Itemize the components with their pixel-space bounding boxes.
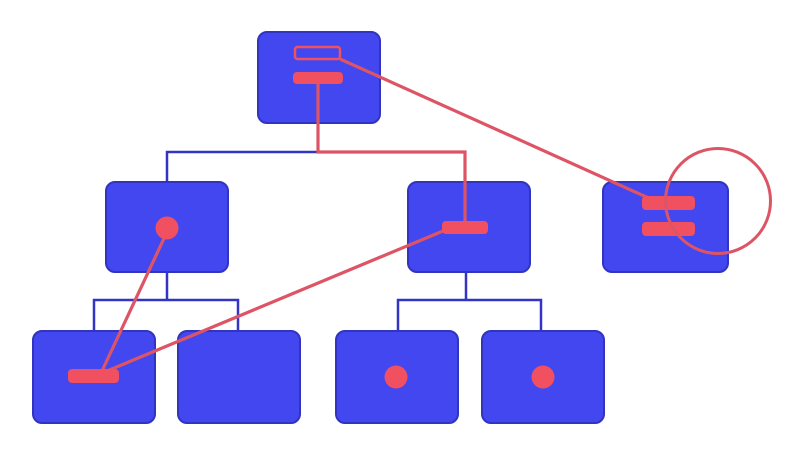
accent-leaf-1-bar[interactable] bbox=[68, 369, 119, 383]
accent-branch-right-bar-top[interactable] bbox=[642, 196, 695, 210]
accent-highlight-circle[interactable] bbox=[664, 147, 772, 255]
connector-root-to-branch-left bbox=[165, 150, 318, 182]
accent-leaf-4-dot[interactable] bbox=[531, 365, 555, 389]
red-link-left-dot-to-leaf-bar bbox=[100, 231, 169, 372]
accent-branch-middle-bar[interactable] bbox=[442, 221, 488, 234]
accent-root-outline-bar[interactable] bbox=[293, 45, 342, 61]
red-link-middle-bar-to-leaf-bar bbox=[106, 229, 444, 373]
accent-root-solid-bar[interactable] bbox=[293, 72, 343, 84]
red-link-root-bar-to-middle-bar bbox=[316, 83, 467, 222]
accent-branch-left-dot[interactable] bbox=[155, 216, 179, 240]
node-leaf-2[interactable] bbox=[177, 330, 301, 424]
red-link-root-outline-to-right bbox=[339, 57, 654, 202]
accent-branch-right-bar-bottom[interactable] bbox=[642, 222, 695, 236]
connector-middle-children-rail bbox=[396, 298, 543, 331]
accent-leaf-3-dot[interactable] bbox=[384, 365, 408, 389]
